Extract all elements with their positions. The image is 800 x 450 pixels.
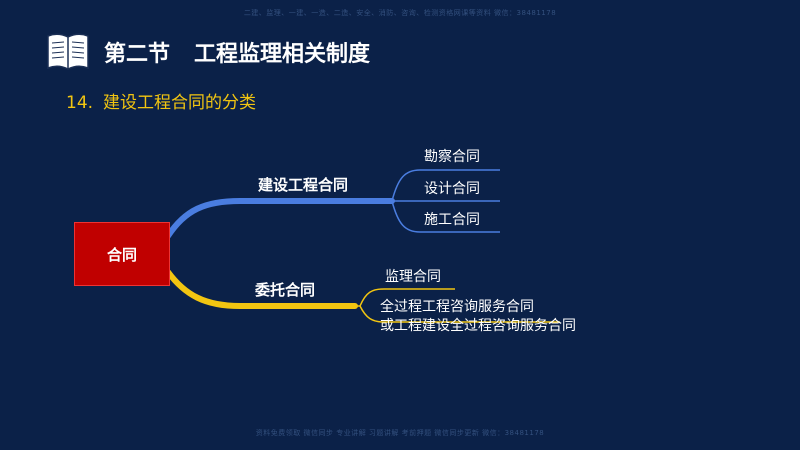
leaf-connector-1-1 (391, 169, 500, 202)
leaf-supervision-contract: 监理合同 (385, 269, 441, 285)
leaf-construction-contract: 施工合同 (424, 212, 480, 228)
section-number: 第二节 (104, 42, 171, 67)
leaf-consulting-contract-alt: 或工程建设全过程咨询服务合同 (380, 318, 576, 334)
watermark-bottom: 资料免费领取 微信同步 专业讲解 习题讲解 考前押题 微信同步更新 微信：384… (255, 429, 545, 437)
subtitle: 14. 建设工程合同的分类 (66, 88, 266, 113)
leaf-connector-2-1 (359, 288, 455, 307)
book-icon (47, 33, 89, 70)
branch-connector-1 (165, 198, 395, 239)
watermark-top: 二建、监理、一建、一造、二造、安全、消防、咨询、检测资格网课等资料 微信：384… (243, 9, 557, 17)
section-title: 工程监理相关制度 (194, 42, 371, 67)
mindmap-root: 合同 (74, 222, 170, 286)
subtitle-text: 建设工程合同的分类 (103, 93, 257, 113)
leaf-connector-2-2 (359, 305, 560, 323)
slide-header: 第二节 工程监理相关制度 (44, 30, 744, 72)
leaf-consulting-contract: 全过程工程咨询服务合同 (380, 299, 534, 315)
leaf-survey-contract: 勘察合同 (424, 149, 480, 165)
leaf-connector-1-3 (391, 200, 500, 233)
branch-label-construction: 建设工程合同 (258, 176, 349, 194)
branch-label-entrust: 委托合同 (255, 281, 316, 299)
leaf-design-contract: 设计合同 (424, 181, 480, 197)
subtitle-number: 14. (66, 93, 94, 113)
